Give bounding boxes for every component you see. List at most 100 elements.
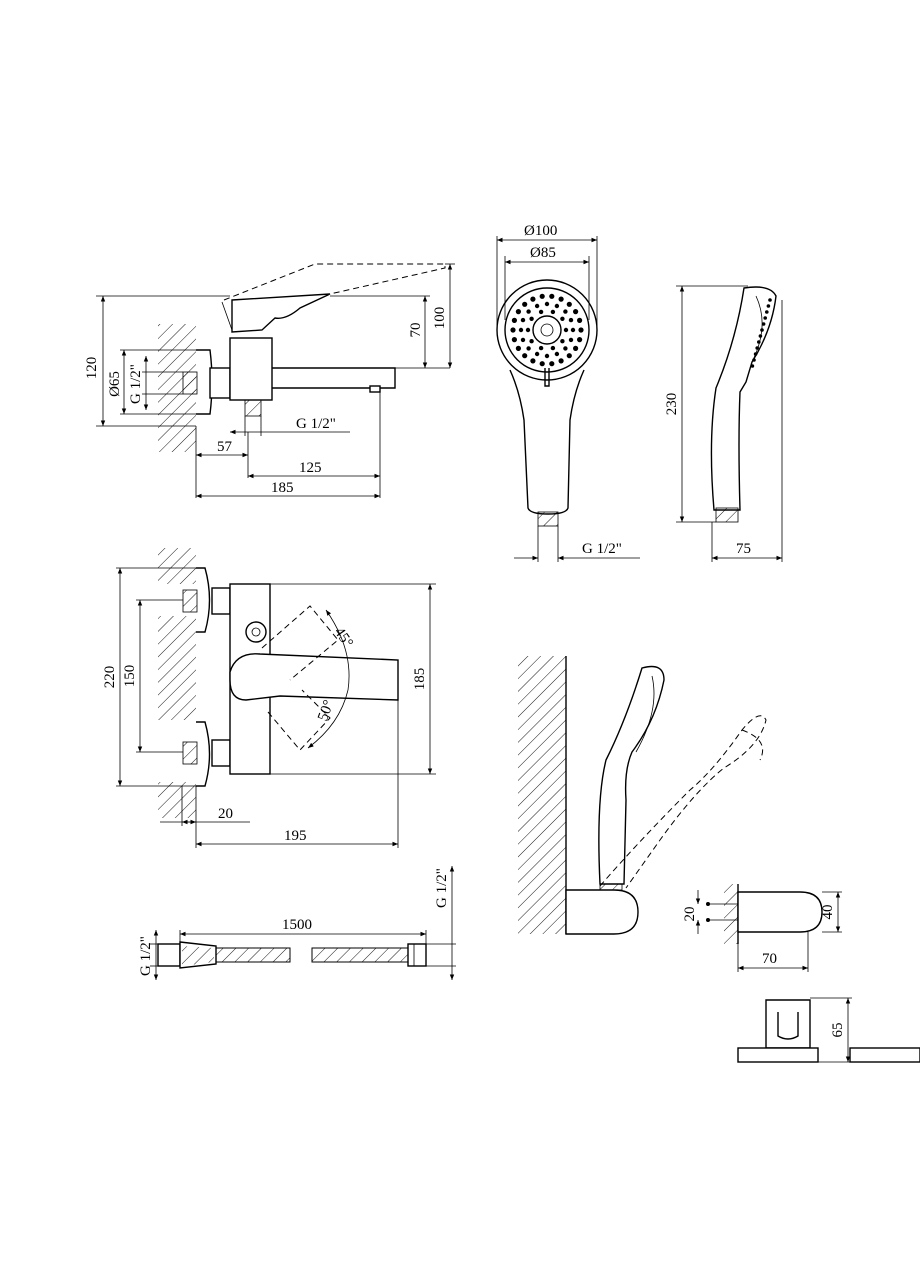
shower-head-front: Ø100 Ø85 G 1/2" bbox=[496, 223, 640, 562]
dim-185: 185 bbox=[271, 480, 294, 496]
shower-head-side: 230 75 bbox=[664, 285, 783, 562]
nozzle-dot bbox=[511, 337, 517, 343]
side-nozzle-dot bbox=[755, 346, 759, 350]
nozzle-dot bbox=[568, 337, 574, 343]
dim-125: 125 bbox=[299, 460, 322, 476]
nozzle-dot bbox=[522, 353, 528, 359]
hose-dimensions: 1500 G 1/2" G 1/2" bbox=[138, 866, 456, 980]
side-nozzle-dot bbox=[752, 358, 756, 362]
hose: 1500 G 1/2" G 1/2" bbox=[138, 866, 456, 980]
nozzle-dot bbox=[518, 327, 524, 333]
nozzle-dot bbox=[549, 293, 555, 299]
mixer-top-view: 45° 50° 220 150 185 20 195 bbox=[102, 548, 436, 848]
nozzle-dot bbox=[534, 351, 540, 357]
dim-dia-100: Ø100 bbox=[524, 223, 557, 239]
nozzle-dot bbox=[534, 303, 540, 309]
nozzle-dot bbox=[573, 309, 579, 315]
nozzle-dot bbox=[577, 337, 583, 343]
nozzle-dot bbox=[522, 301, 528, 307]
side-nozzle-dot bbox=[766, 304, 771, 308]
dim-195: 195 bbox=[284, 828, 307, 844]
nozzle-dot bbox=[530, 296, 536, 302]
side-nozzle-dot bbox=[753, 352, 758, 356]
dim-shower-thread: G 1/2" bbox=[582, 541, 622, 557]
side-nozzle-dot bbox=[757, 340, 761, 344]
nozzle-dot bbox=[560, 316, 565, 321]
nozzle-dot bbox=[554, 351, 560, 357]
dim-185-top: 185 bbox=[412, 668, 428, 691]
nozzle-dot bbox=[529, 339, 534, 344]
dim-hose-1500: 1500 bbox=[282, 917, 312, 933]
nozzle-dot bbox=[544, 353, 550, 359]
front-dimensions: 120 Ø65 G 1/2" 70 100 G 1/2" bbox=[84, 263, 455, 499]
nozzle-dot bbox=[510, 327, 516, 333]
nozzle-dot bbox=[558, 358, 564, 364]
nozzle-dot bbox=[525, 327, 531, 333]
nozzle-dot bbox=[515, 309, 522, 315]
top-dimensions: 220 150 185 20 195 bbox=[102, 567, 436, 848]
holder-dimensions: 20 40 70 bbox=[682, 890, 842, 972]
nozzle-dot bbox=[573, 345, 579, 351]
dim-hose-thread-left: G 1/2" bbox=[138, 936, 154, 976]
side-nozzle-dot bbox=[760, 328, 764, 332]
dim-57: 57 bbox=[217, 439, 233, 455]
nozzle-dot bbox=[570, 327, 576, 333]
side-nozzle-dot bbox=[758, 334, 763, 338]
side-nozzle-dot bbox=[765, 310, 769, 314]
nozzle-dot bbox=[526, 346, 531, 351]
dim-outlet-thread: G 1/2" bbox=[296, 416, 336, 432]
mixer-front-view: 120 Ø65 G 1/2" 70 100 G 1/2" bbox=[84, 263, 455, 499]
shower-side-dimensions: 230 75 bbox=[664, 285, 783, 562]
nozzle-dot bbox=[577, 317, 583, 323]
dim-230: 230 bbox=[664, 393, 680, 416]
nozzle-dot bbox=[566, 353, 572, 359]
side-nozzle-dot bbox=[761, 322, 766, 326]
dim-65-holder: 65 bbox=[830, 1023, 846, 1038]
holder-detail: 20 40 70 65 bbox=[682, 884, 920, 1063]
dim-70-holder: 70 bbox=[762, 951, 777, 967]
dim-120: 120 bbox=[84, 357, 100, 380]
nozzle-dot bbox=[538, 345, 544, 351]
nozzle-dot bbox=[550, 309, 556, 315]
side-nozzles bbox=[750, 298, 772, 368]
angle-45: 45° bbox=[331, 625, 356, 651]
nozzle-dot bbox=[529, 316, 534, 321]
nozzle-dot bbox=[538, 309, 544, 315]
side-nozzle-dot bbox=[750, 364, 755, 368]
nozzle-dot bbox=[511, 317, 517, 323]
dim-hose-thread-right: G 1/2" bbox=[434, 868, 450, 908]
dim-dia-65: Ø65 bbox=[107, 371, 123, 397]
nozzle-dot bbox=[544, 301, 550, 307]
nozzle-dot bbox=[539, 293, 545, 299]
nozzle-dot bbox=[539, 361, 545, 367]
nozzle-dot bbox=[515, 345, 522, 351]
nozzle-dot bbox=[520, 337, 526, 343]
nozzle-dot bbox=[550, 345, 556, 351]
nozzle-dot bbox=[563, 346, 568, 351]
dim-220: 220 bbox=[102, 666, 118, 689]
nozzle-dot bbox=[558, 296, 564, 302]
dim-dia-85: Ø85 bbox=[530, 245, 556, 261]
dim-inlet-thread: G 1/2" bbox=[128, 364, 144, 404]
side-nozzle-dot bbox=[763, 316, 767, 320]
nozzle-dot bbox=[520, 317, 526, 323]
dim-75: 75 bbox=[736, 541, 751, 557]
dim-20: 20 bbox=[218, 806, 233, 822]
dim-150: 150 bbox=[122, 665, 138, 688]
dim-40-holder: 40 bbox=[820, 905, 836, 920]
nozzle-dot bbox=[549, 361, 555, 367]
nozzle-dot bbox=[568, 317, 574, 323]
nozzle-dot bbox=[578, 327, 584, 333]
dim-20-holder: 20 bbox=[682, 907, 698, 922]
nozzle-dot bbox=[563, 309, 568, 314]
nozzle-dot bbox=[554, 303, 560, 309]
wall-installation bbox=[518, 656, 767, 935]
dim-70: 70 bbox=[408, 323, 424, 338]
dim-100: 100 bbox=[432, 307, 448, 330]
shower-nozzles bbox=[510, 293, 584, 367]
nozzle-dot bbox=[560, 339, 565, 344]
shower-front-dimensions: Ø100 Ø85 G 1/2" bbox=[496, 223, 640, 562]
side-nozzle-dot bbox=[768, 298, 772, 302]
nozzle-dot bbox=[563, 327, 569, 333]
